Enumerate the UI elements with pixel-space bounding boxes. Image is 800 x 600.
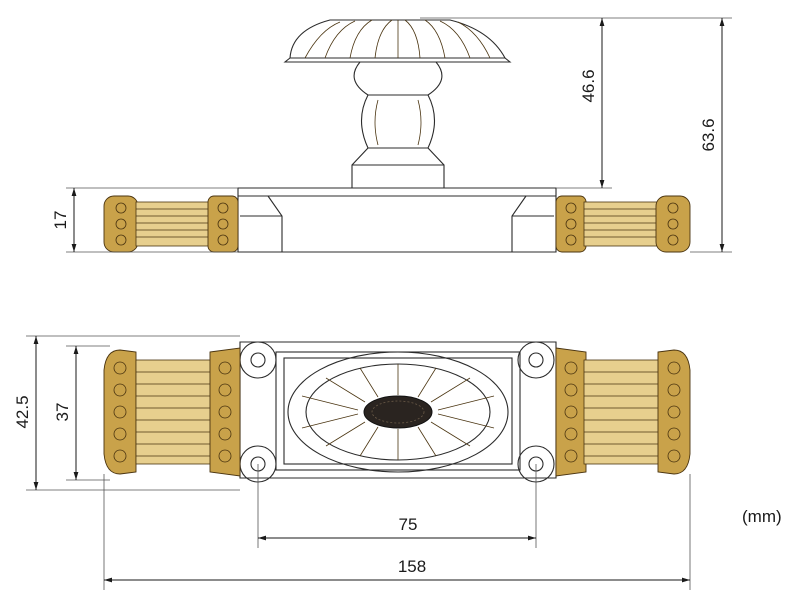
knob-cap — [283, 19, 512, 63]
dim-plate-outer-height: 42.5 — [13, 335, 240, 491]
dim-knob-height-label: 46.6 — [579, 69, 598, 102]
unit-label: (mm) — [742, 507, 782, 526]
side-view — [103, 19, 691, 253]
top-view — [103, 341, 691, 483]
dim-total-height: 63.6 — [612, 17, 732, 253]
rosette-center — [363, 395, 433, 429]
dim-plate-inner-height-label: 37 — [53, 403, 72, 422]
dim-overall-length-label: 158 — [398, 557, 426, 576]
dim-base-height-label: 17 — [51, 211, 70, 230]
dim-screw-spacing: 75 — [257, 464, 537, 548]
side-base-plate — [237, 187, 557, 253]
dim-plate-outer-height-label: 42.5 — [13, 395, 32, 428]
top-right-fluted-end — [555, 347, 691, 477]
side-right-fluted-end — [555, 195, 691, 253]
dim-total-height-label: 63.6 — [699, 118, 718, 151]
side-left-fluted-end — [103, 195, 239, 253]
top-left-fluted-end — [103, 347, 241, 477]
knob-stem — [351, 61, 445, 189]
dim-plate-inner-height: 37 — [53, 345, 110, 481]
dim-base-height: 17 — [51, 187, 238, 253]
dim-screw-spacing-label: 75 — [399, 515, 418, 534]
dim-knob-height: 46.6 — [420, 17, 612, 189]
rosette — [287, 351, 509, 473]
dim-overall-length: 158 — [103, 474, 691, 590]
